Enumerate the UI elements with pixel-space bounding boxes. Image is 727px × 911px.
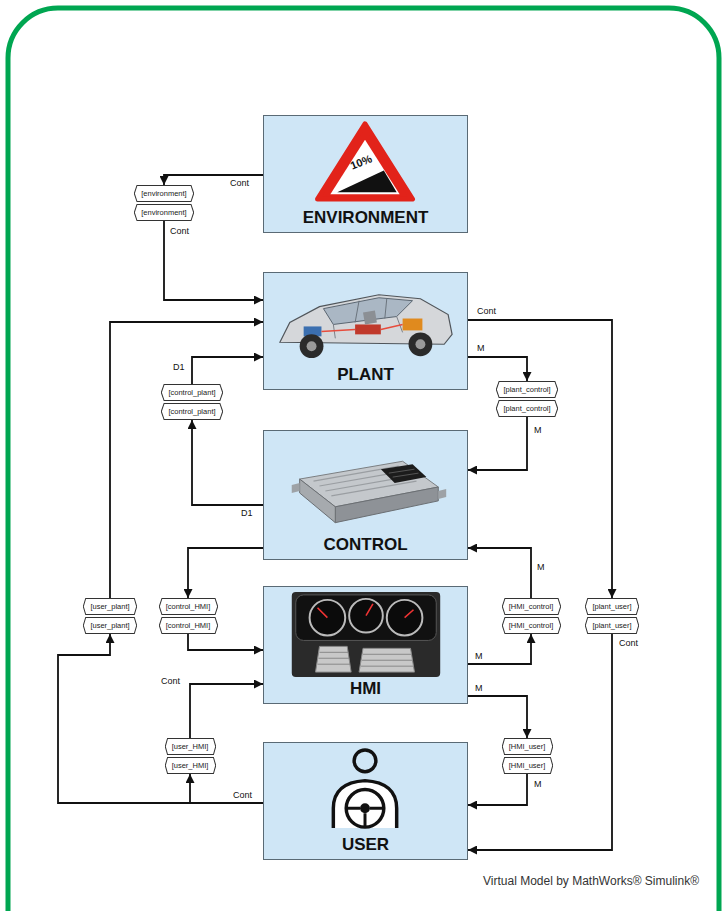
signal-line [58,634,263,803]
caption: Virtual Model by MathWorks® Simulink® [483,874,699,888]
port-label: Cont [229,178,250,188]
signal-line [468,634,612,850]
port-label: Cont [160,676,181,686]
signal-line [190,684,263,738]
goto-from-tag: [user_HMI] [165,757,216,774]
signal-line [190,774,263,803]
goto-from-tag: [HMI_user] [502,738,553,755]
block-box: USER [263,742,468,860]
goto-from-tag: [environment] [134,204,194,221]
block-title: PLANT [337,365,394,385]
tag-name: [user_HMI] [165,738,216,755]
signal-line [188,548,263,598]
goto-from-tag: [user_HMI] [165,738,216,755]
driver-icon [264,743,467,838]
tag-name: [environment] [134,204,194,221]
block-title: ENVIRONMENT [303,208,429,228]
goto-from-tag: [control_plant] [161,403,223,420]
goto-from-tag: [control_HMI] [159,617,218,634]
port-label: M [536,562,546,572]
signal-line [468,774,527,805]
tag-name: [user_plant] [83,598,137,615]
block-box: HMI [263,586,468,704]
signal-line [192,420,263,505]
goto-from-tag: [plant_user] [585,617,639,634]
goto-from-tag: [user_plant] [83,617,137,634]
goto-from-tag: [control_plant] [161,384,223,401]
block-box: CONTROL [263,430,468,560]
goto-from-tag: [HMI_control] [502,598,561,615]
goto-from-tag: [plant_control] [496,381,558,398]
port-label: D1 [172,362,186,372]
tag-name: [plant_user] [585,598,639,615]
block-title: CONTROL [323,535,407,555]
tag-name: [HMI_user] [502,738,553,755]
car-illustration [264,273,467,368]
signal-line [468,417,527,470]
tag-name: [control_plant] [161,403,223,420]
tag-name: [user_HMI] [165,757,216,774]
block-box: PLANT [263,272,468,390]
goto-from-tag: [user_plant] [83,598,137,615]
tag-name: [control_HMI] [159,598,218,615]
tag-name: [plant_control] [496,381,558,398]
signal-line [188,634,263,650]
signal-line [468,320,612,598]
port-label: Cont [169,226,190,236]
tag-name: [plant_user] [585,617,639,634]
port-label: M [533,425,543,435]
block-box: ENVIRONMENT10% [263,115,468,233]
tag-name: [HMI_control] [502,598,561,615]
tag-name: [environment] [134,185,194,202]
port-label: Cont [618,638,639,648]
port-label: Cont [476,306,497,316]
block-title: HMI [350,679,381,699]
goto-from-tag: [HMI_user] [502,757,553,774]
goto-from-tag: [HMI_control] [502,617,561,634]
tag-name: [user_plant] [83,617,137,634]
goto-from-tag: [control_HMI] [159,598,218,615]
signal-line [468,357,527,381]
goto-from-tag: [environment] [134,185,194,202]
tag-name: [HMI_user] [502,757,553,774]
signal-line [164,221,263,300]
signal-line [192,357,263,384]
signal-line [110,322,263,598]
tag-name: [control_plant] [161,384,223,401]
port-label: M [474,651,484,661]
port-label: D1 [240,508,254,518]
signal-line [468,548,531,598]
port-label: M [476,343,486,353]
tag-name: [control_HMI] [159,617,218,634]
goto-from-tag: [plant_control] [496,400,558,417]
tag-name: [HMI_control] [502,617,561,634]
port-label: M [533,779,543,789]
signal-line [468,634,531,664]
port-label: M [474,683,484,693]
tag-name: [plant_control] [496,400,558,417]
dashboard-illustration [264,587,467,682]
port-label: Cont [232,790,253,800]
block-title: USER [342,835,389,855]
goto-from-tag: [plant_user] [585,598,639,615]
ecu-illustration [264,437,467,537]
signal-line [468,696,527,738]
